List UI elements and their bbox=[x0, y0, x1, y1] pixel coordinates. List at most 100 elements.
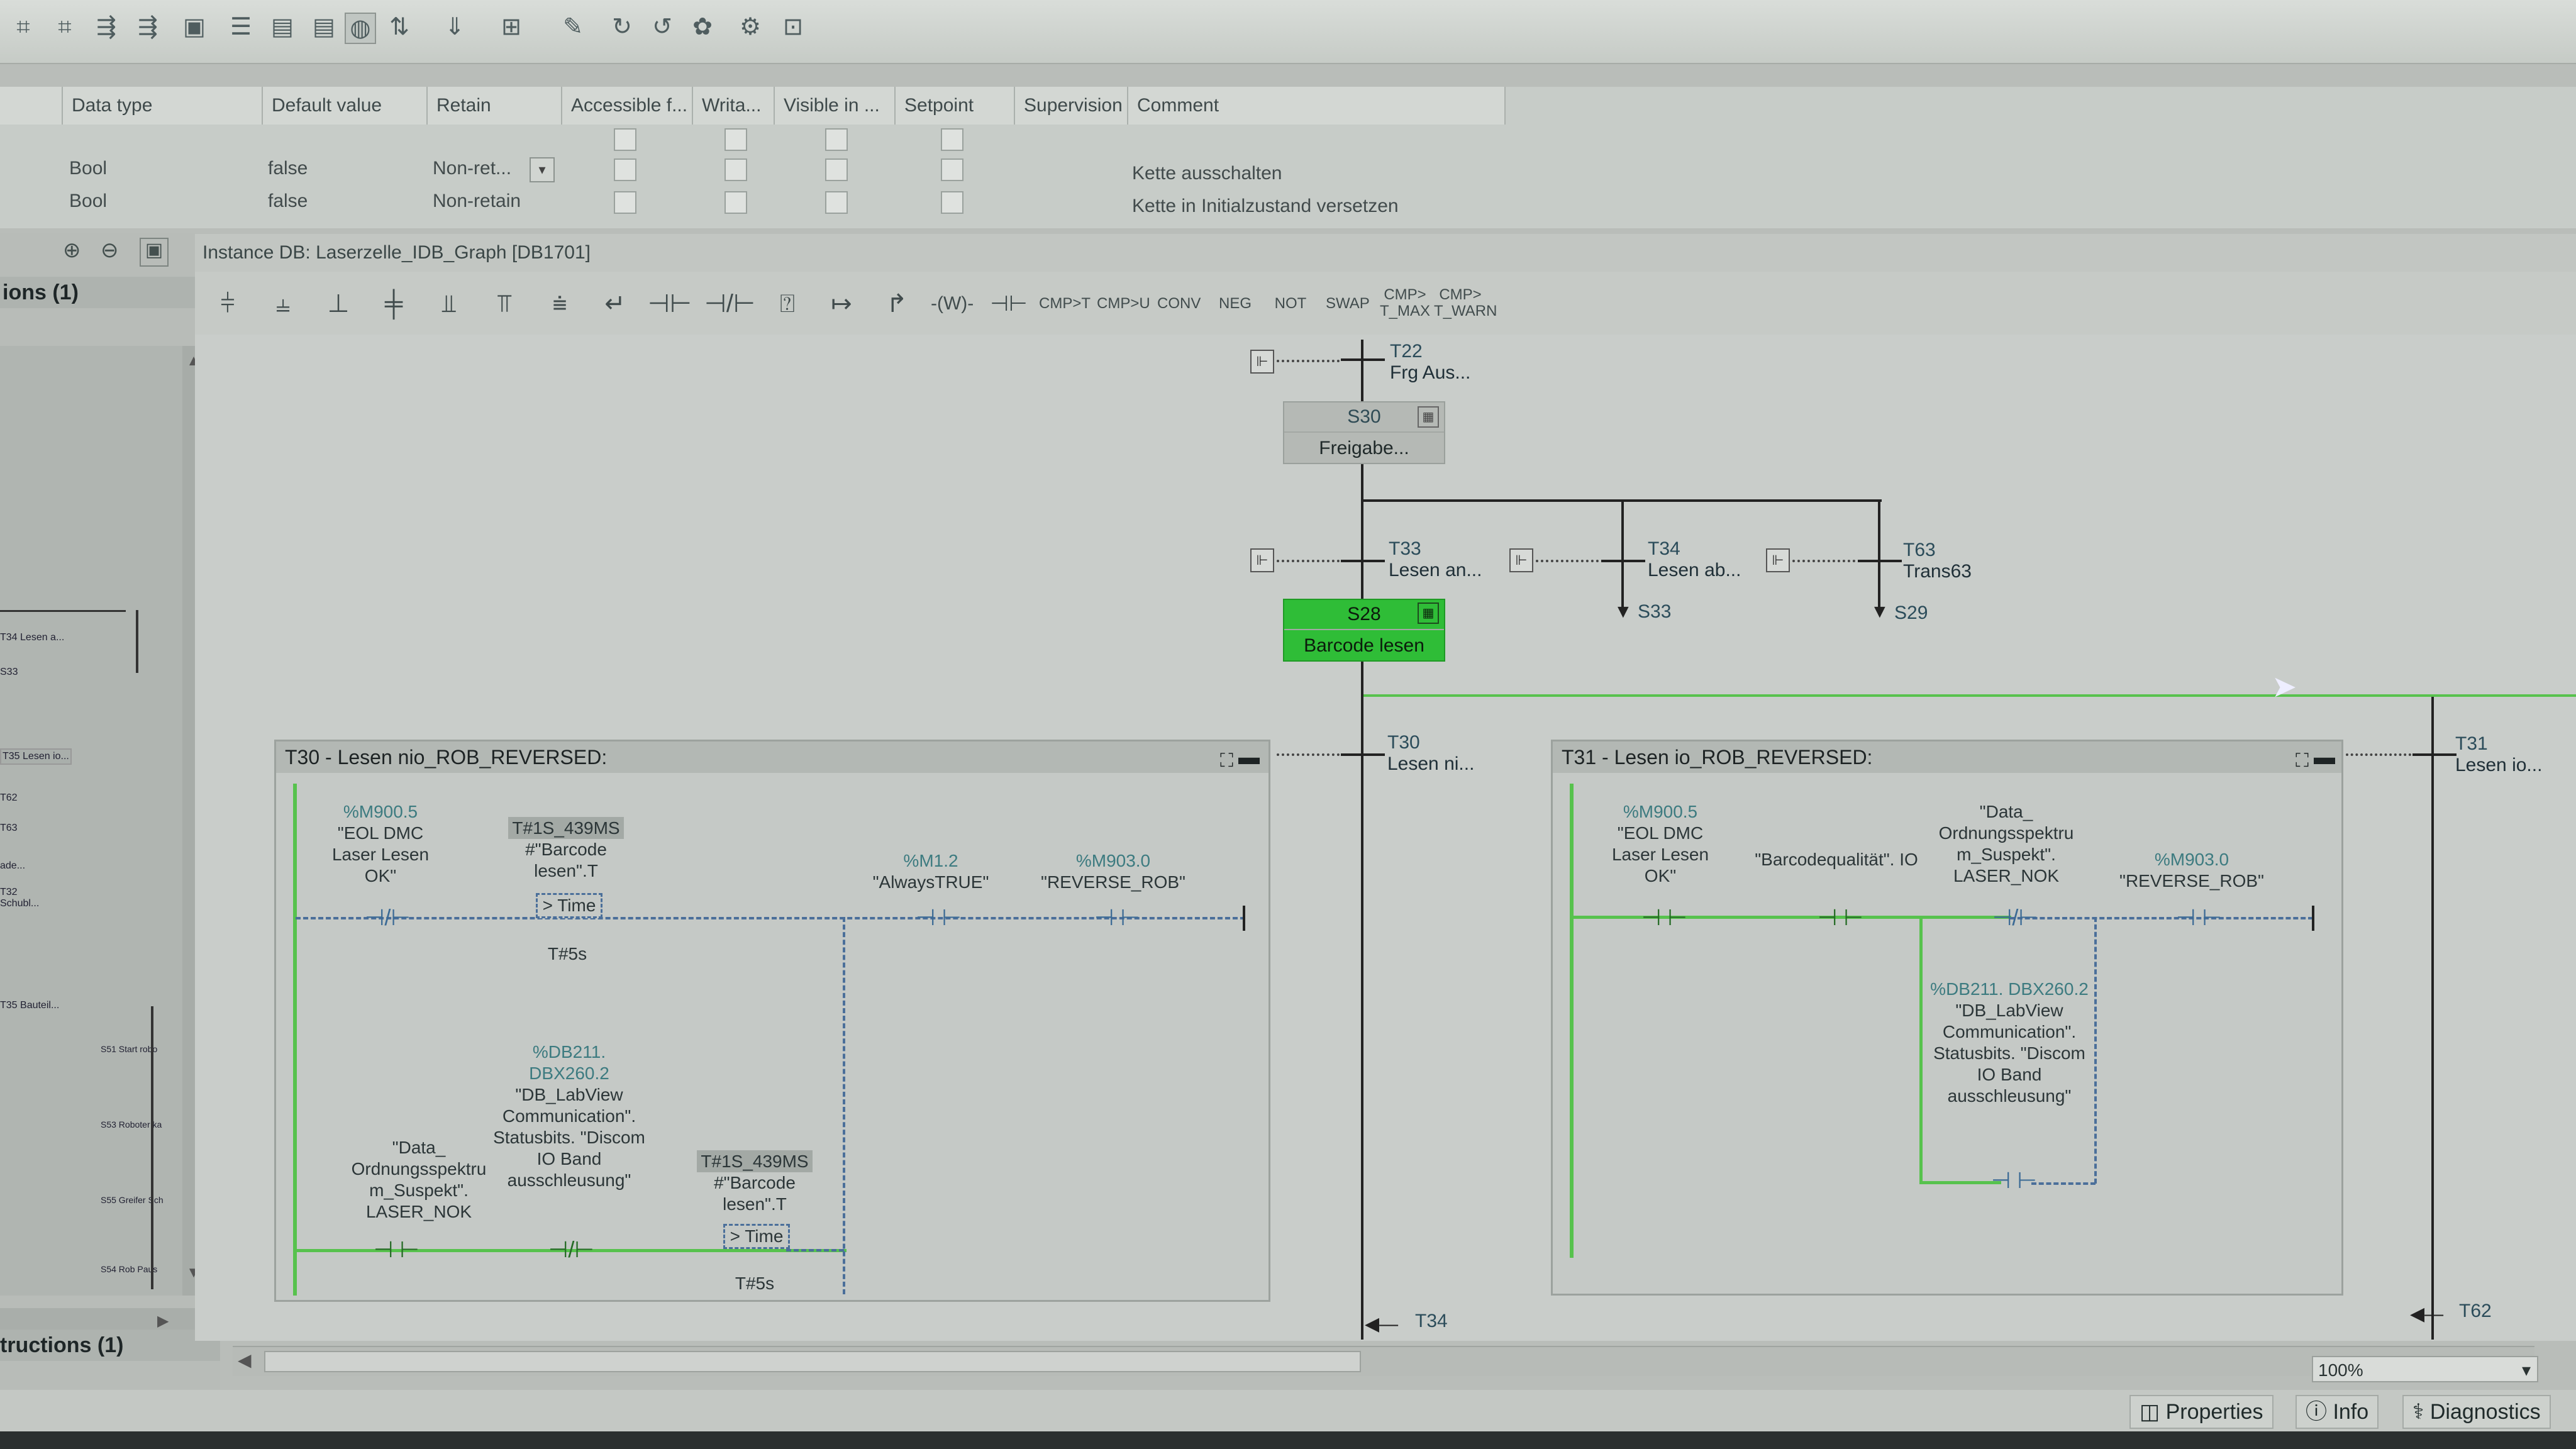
network-t30-title[interactable]: T30 - Lesen nio_ROB_REVERSED: ⛶ ▬ bbox=[276, 741, 1269, 773]
row2-data-type[interactable]: Bool bbox=[69, 191, 108, 211]
row2-accessible-checkbox[interactable] bbox=[614, 191, 636, 214]
monitor-off-icon[interactable]: ↺ bbox=[652, 14, 672, 40]
step-icon[interactable]: ⫨ bbox=[275, 290, 291, 318]
row1-data-type[interactable]: Bool bbox=[69, 158, 108, 179]
row1-accessible-checkbox[interactable] bbox=[614, 158, 636, 181]
t30-timer-compare[interactable]: T#1S_439MS#"Barcode lesen".T bbox=[497, 817, 635, 882]
transition-bar-t63[interactable] bbox=[1858, 560, 1902, 562]
ov-item-s55[interactable]: S55 Greifer Sch bbox=[101, 1195, 164, 1205]
row1-default[interactable]: false bbox=[268, 158, 308, 179]
cmp-t-button[interactable]: CMP>T bbox=[1039, 295, 1091, 312]
ov-item-t35[interactable]: T35 Lesen io... bbox=[0, 748, 72, 765]
ov-item-t62[interactable]: T62 bbox=[0, 792, 18, 803]
step-action-table-icon[interactable]: ▦ bbox=[1418, 406, 1439, 428]
transition-bar-t33[interactable] bbox=[1341, 560, 1385, 562]
t31-contact4[interactable]: %M903.0"REVERSE_ROB" bbox=[2101, 849, 2283, 892]
t30-contact1[interactable]: %M900.5"EOL DMC Laser Lesen OK" bbox=[327, 801, 434, 887]
ov-item-ade[interactable]: ade... bbox=[0, 860, 26, 871]
step-action-table-icon[interactable]: ▦ bbox=[1418, 602, 1439, 624]
t30-timer2[interactable]: T#1S_439MS#"Barcode lesen".T bbox=[686, 1150, 824, 1215]
open-branch-icon[interactable]: ↦ bbox=[831, 290, 852, 318]
modify-icon[interactable]: ✿ bbox=[692, 14, 713, 40]
maximize-icon[interactable]: ⛶ bbox=[1220, 750, 1233, 771]
cmp-tmax-button[interactable]: CMP> T_MAX bbox=[1379, 286, 1430, 319]
ov-item-s33[interactable]: S33 bbox=[0, 667, 18, 677]
zoom-out-icon[interactable]: ⊖ bbox=[101, 238, 119, 262]
goto-icon[interactable]: ⇅ bbox=[389, 14, 409, 40]
no-contact-icon[interactable]: ⊣⊢ bbox=[648, 290, 692, 318]
fit-view-icon[interactable]: ▣ bbox=[140, 238, 169, 267]
instructions-header[interactable]: tructions (1) bbox=[0, 1330, 220, 1361]
col-data-type[interactable]: Data type bbox=[63, 87, 263, 125]
insert-alt-icon[interactable]: ⇶ bbox=[138, 14, 158, 40]
row2-default[interactable]: false bbox=[268, 191, 308, 211]
minimize-icon[interactable]: ▬ bbox=[2314, 745, 2335, 769]
jump-in-t62[interactable]: T62 bbox=[2459, 1301, 2492, 1321]
transition-bar-t30[interactable] bbox=[1341, 753, 1385, 756]
row1-setpoint-checkbox[interactable] bbox=[941, 158, 963, 181]
compile-icon[interactable]: ⊞ bbox=[501, 14, 521, 40]
t30-contact2[interactable]: %M1.2"AlwaysTRUE" bbox=[868, 850, 994, 893]
t30-compare-box[interactable]: > Time bbox=[536, 893, 602, 918]
close-branch-icon[interactable]: ⩧ bbox=[552, 290, 567, 318]
swap-button[interactable]: SWAP bbox=[1326, 295, 1370, 312]
jump-s29[interactable]: S29 bbox=[1894, 602, 1928, 623]
col-writable[interactable]: Writa... bbox=[693, 87, 775, 125]
jump-in-t34[interactable]: T34 bbox=[1415, 1311, 1448, 1331]
comment-icon[interactable]: ◍ bbox=[345, 13, 376, 44]
col-setpoint[interactable]: Setpoint bbox=[896, 87, 1015, 125]
ov-item-t32[interactable]: T32 Schubl... bbox=[0, 887, 40, 909]
ov-item-t35b[interactable]: T35 Bauteil... bbox=[0, 1000, 60, 1011]
transition-condition-icon[interactable]: ⊩ bbox=[1250, 350, 1274, 374]
row1-retain[interactable]: Non-ret... bbox=[433, 158, 512, 179]
row1-visible-checkbox[interactable] bbox=[825, 158, 848, 181]
transition-bar-t31[interactable] bbox=[2412, 753, 2457, 756]
monitor-icon[interactable]: ▣ bbox=[183, 14, 206, 40]
coil-icon[interactable]: -(W)- bbox=[931, 293, 974, 314]
t31-contact2[interactable]: "Barcodequalität". IO bbox=[1755, 850, 1918, 869]
cmp-twarn-button[interactable]: CMP> T_WARN bbox=[1434, 286, 1497, 319]
t30-contact3[interactable]: %M903.0"REVERSE_ROB" bbox=[1031, 850, 1195, 893]
neg-button[interactable]: NEG bbox=[1218, 295, 1252, 312]
scroll-right-icon[interactable]: ▶ bbox=[157, 1313, 169, 1330]
transition-condition-icon[interactable]: ⊩ bbox=[1250, 548, 1274, 572]
symbol-icon[interactable]: ✎ bbox=[563, 14, 583, 40]
conv-button[interactable]: CONV bbox=[1157, 295, 1201, 312]
col-supervision[interactable]: Supervision bbox=[1015, 87, 1128, 125]
row2-writable-checkbox[interactable] bbox=[724, 191, 747, 214]
col-comment[interactable]: Comment bbox=[1128, 87, 1506, 125]
transition-icon[interactable]: ⊥ bbox=[327, 290, 350, 318]
zoom-in-icon[interactable]: ⊕ bbox=[63, 238, 81, 262]
maximize-icon[interactable]: ⛶ bbox=[2296, 750, 2309, 771]
t31-contact3[interactable]: "Data_ Ordnungsspektru m_Suspekt". LASER… bbox=[1938, 802, 2074, 886]
cmp-u-button[interactable]: CMP>U bbox=[1097, 295, 1150, 312]
scroll-left-icon[interactable]: ◀ bbox=[238, 1350, 252, 1370]
scroll-thumb[interactable] bbox=[264, 1351, 1361, 1372]
insert-icon[interactable]: ⇶ bbox=[96, 14, 116, 40]
setpoint-checkbox[interactable] bbox=[941, 128, 963, 151]
tab-diagnostics[interactable]: ⚕ Diagnostics bbox=[2402, 1395, 2551, 1429]
visible-checkbox[interactable] bbox=[825, 128, 848, 151]
table-icon[interactable]: ▤ bbox=[271, 14, 294, 40]
window-icon[interactable]: ⊡ bbox=[783, 14, 803, 40]
col-retain[interactable]: Retain bbox=[428, 87, 562, 125]
col-visible[interactable]: Visible in ... bbox=[775, 87, 896, 125]
row2-visible-checkbox[interactable] bbox=[825, 191, 848, 214]
overview-header[interactable]: ions (1) bbox=[0, 277, 220, 308]
tab-properties[interactable]: ◫ Properties bbox=[2129, 1395, 2273, 1429]
close-branch-arrow-icon[interactable]: ↱ bbox=[886, 290, 908, 318]
network-icon[interactable]: ⌗ bbox=[16, 14, 30, 40]
settings-icon[interactable]: ⚙ bbox=[739, 14, 762, 40]
monitor-on-icon[interactable]: ↻ bbox=[612, 14, 632, 40]
ov-item-s53[interactable]: S53 Roboter ka bbox=[101, 1119, 162, 1130]
row2-setpoint-checkbox[interactable] bbox=[941, 191, 963, 214]
row2-comment[interactable]: Kette in Initialzustand versetzen bbox=[1132, 196, 1399, 216]
accessible-checkbox[interactable] bbox=[614, 128, 636, 151]
zoom-select[interactable]: 100%▾ bbox=[2312, 1356, 2538, 1382]
canvas-hscrollbar[interactable]: ◀ bbox=[233, 1346, 2534, 1376]
network-t30-window[interactable]: T30 - Lesen nio_ROB_REVERSED: ⛶ ▬ bbox=[274, 740, 1270, 1302]
empty-box-icon[interactable]: ⍰ bbox=[780, 290, 795, 318]
transition-bar-t22[interactable] bbox=[1341, 358, 1385, 361]
step-transition-icon[interactable]: ⫩ bbox=[220, 290, 235, 318]
list-icon[interactable]: ☰ bbox=[230, 14, 252, 40]
